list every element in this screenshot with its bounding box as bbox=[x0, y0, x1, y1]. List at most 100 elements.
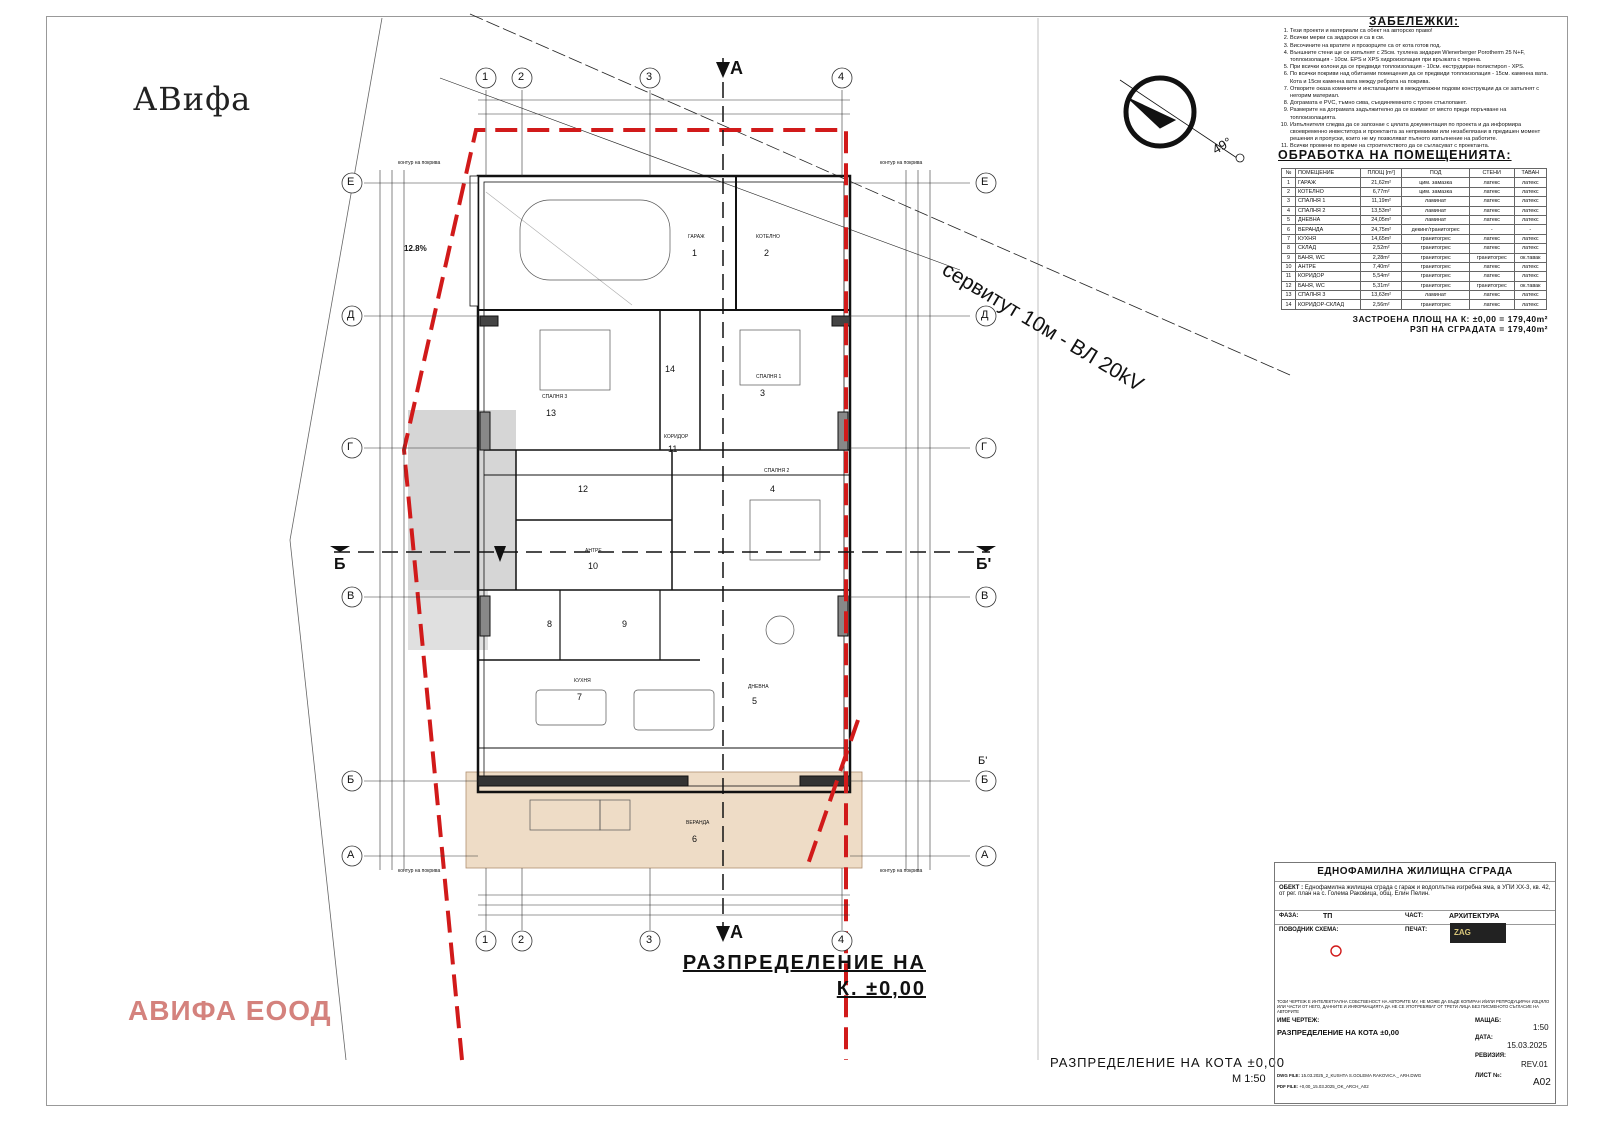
room-label-bedroom1: СПАЛНЯ 1 bbox=[756, 374, 782, 380]
rooms-table-cell: 21,62m² bbox=[1360, 177, 1403, 188]
plot-boundary bbox=[289, 17, 383, 1061]
row-label-d: Д bbox=[347, 309, 355, 321]
rooms-table-cell: латекс bbox=[1513, 290, 1548, 301]
rooms-table-cell: 24,75m² bbox=[1360, 224, 1403, 235]
revision-value: REV.01 bbox=[1521, 1060, 1548, 1069]
rooms-table-cell: 2,52m² bbox=[1360, 243, 1403, 254]
room-label-kitchen: КУХНЯ bbox=[574, 678, 591, 684]
section-label-b-right: Б' bbox=[976, 556, 992, 573]
note-item: Всички промени по време на строителствот… bbox=[1290, 143, 1552, 150]
rooms-table-cell: ВЕРАНДА bbox=[1295, 224, 1362, 235]
note-item: Всички мерки са зидарски и са в см. bbox=[1290, 35, 1552, 42]
room-number-6: 6 bbox=[692, 834, 698, 844]
rooms-table-cell: 13 bbox=[1280, 290, 1297, 301]
rooms-table-cell: 2,28m² bbox=[1360, 252, 1403, 263]
rooms-table-header: № ПОМЕЩЕНИЕ ПЛОЩ [m²] ПОД СТЕНИ ТАВАН bbox=[1280, 167, 1548, 179]
rooms-table-cell: КУХНЯ bbox=[1295, 233, 1362, 245]
col-label-1-bottom: 1 bbox=[482, 934, 489, 946]
scale-label: МАЩАБ: bbox=[1475, 1018, 1502, 1024]
section-lines bbox=[334, 58, 990, 946]
stage-label: ПОВОДНИК СХЕМА: bbox=[1279, 927, 1339, 933]
col-label-2: 2 bbox=[518, 71, 525, 83]
rooms-table-cell: - bbox=[1513, 224, 1548, 235]
rooms-table-cell: латекс bbox=[1468, 205, 1515, 216]
room-number-3: 3 bbox=[760, 388, 766, 398]
grid-lines bbox=[364, 90, 970, 930]
row-label-a: А bbox=[347, 849, 355, 861]
rooms-table-cell: латекс bbox=[1468, 271, 1515, 282]
rooms-table-cell: цим. замазка bbox=[1401, 177, 1470, 188]
room-label-boiler: КОТЕЛНО bbox=[756, 234, 780, 240]
entrance-terrace bbox=[408, 410, 516, 590]
rooms-table-cell: 9 bbox=[1280, 252, 1297, 263]
rooms-table-cell: латекс bbox=[1468, 196, 1515, 207]
rooms-table-cell: ламинат bbox=[1401, 290, 1470, 301]
main-title-line2: К. ±0,00 bbox=[836, 978, 926, 1000]
company-logo: АВифа bbox=[133, 80, 252, 118]
rooms-table-cell: КОТЕЛНО bbox=[1295, 186, 1362, 198]
rooms-table-cell: латекс bbox=[1513, 233, 1548, 245]
room-number-2: 2 bbox=[764, 248, 770, 258]
rooms-table-cell: 2 bbox=[1280, 186, 1297, 198]
drawing-label: ИМЕ ЧЕРТЕЖ: bbox=[1277, 1018, 1320, 1024]
rooms-table-cell: КОРИДОР bbox=[1295, 271, 1362, 282]
note-item: Размерите на дограмата задължително да с… bbox=[1290, 107, 1552, 121]
room-number-5: 5 bbox=[752, 696, 758, 706]
rooms-table-cell: гранитогрес bbox=[1468, 280, 1515, 292]
rooms-table-title: ОБРАБОТКА НА ПОМЕЩЕНИЯТА: bbox=[1278, 148, 1512, 162]
drawing-name: РАЗПРЕДЕЛЕНИЕ НА КОТА ±0,00 bbox=[1277, 1028, 1400, 1037]
slope-label: 12.8% bbox=[404, 244, 427, 253]
rooms-table-cell: ламинат bbox=[1401, 205, 1470, 216]
note-item: Тези проекти и материали са обект на авт… bbox=[1290, 28, 1552, 35]
servitude-line-2 bbox=[439, 77, 961, 271]
note-item: Дограмата е PVC, тъмно сива, съединяемна… bbox=[1290, 100, 1552, 107]
stamp-label: ПЕЧАТ: bbox=[1405, 927, 1428, 933]
phase-value: ТП bbox=[1323, 913, 1333, 920]
rooms-table-cell: гранитогрес bbox=[1468, 252, 1515, 263]
rooms-table-cell: ГАРАЖ bbox=[1295, 177, 1362, 188]
note-item: При всички колони да се предвиди топлоиз… bbox=[1290, 64, 1552, 71]
notes-title: ЗАБЕЛЕЖКИ: bbox=[1368, 14, 1460, 28]
col-label-3: 3 bbox=[646, 71, 653, 83]
servitude-boundary bbox=[401, 128, 860, 1061]
header-cell: ПОМЕЩЕНИЕ bbox=[1295, 167, 1362, 179]
rooms-table-cell: гранитогрес bbox=[1401, 261, 1470, 273]
room-number-4: 4 bbox=[770, 484, 776, 494]
row-label-v: В bbox=[347, 590, 355, 602]
section-label-a-bottom: А bbox=[730, 922, 743, 942]
rooms-table-cell: гранитогрес bbox=[1401, 271, 1470, 282]
rooms-table-cell: 12 bbox=[1280, 280, 1297, 292]
rooms-table-cell: 13,63m² bbox=[1360, 290, 1403, 301]
rooms-table-cell: 14 bbox=[1280, 299, 1297, 310]
rooms-table-cell: гранитогрес bbox=[1401, 280, 1470, 292]
row-label-a-right: А bbox=[981, 849, 989, 861]
rooms-table-cell: - bbox=[1468, 224, 1515, 235]
rooms-table-cell: ламинат bbox=[1401, 196, 1470, 207]
rooms-table-cell: 13,53m² bbox=[1360, 205, 1403, 216]
room-number-8: 8 bbox=[547, 619, 553, 629]
rooms-table-cell: декинг/гранитогрес bbox=[1401, 224, 1470, 235]
rooms-table-cell: латекс bbox=[1513, 177, 1548, 188]
object-label: ОБЕКТ : bbox=[1279, 885, 1304, 891]
veranda-area bbox=[465, 771, 863, 869]
rooms-table-cell: 6,77m² bbox=[1360, 186, 1403, 198]
title-block-building: ЕДНОФАМИЛНА ЖИЛИЩНА СГРАДА bbox=[1275, 863, 1555, 882]
room-label-living: ДНЕВНА bbox=[748, 684, 769, 690]
note-item: По всички покриви над обитаеми помещения… bbox=[1290, 71, 1552, 85]
note-item: Външните стени ще се изпълнят с 25см. ту… bbox=[1290, 50, 1552, 64]
rooms-table-cell: СПАЛНЯ 1 bbox=[1295, 196, 1362, 207]
rooms-table-cell: латекс bbox=[1513, 186, 1548, 198]
rooms-table-cell: 5,31m² bbox=[1360, 280, 1403, 292]
dwg-file: DWG FILE: 15.03.2025_2_KUSHTA S.GOLEMA R… bbox=[1277, 1073, 1422, 1078]
section-markers bbox=[330, 62, 996, 942]
row-label-g: Г bbox=[347, 441, 353, 453]
row-label-v-right: В bbox=[981, 590, 989, 602]
rooms-table-cell: 7 bbox=[1280, 233, 1297, 245]
drawing-sheet bbox=[46, 16, 1568, 1106]
room-label-corridor: КОРИДОР bbox=[664, 434, 689, 440]
rooms-table-cell: 5,54m² bbox=[1360, 271, 1403, 282]
